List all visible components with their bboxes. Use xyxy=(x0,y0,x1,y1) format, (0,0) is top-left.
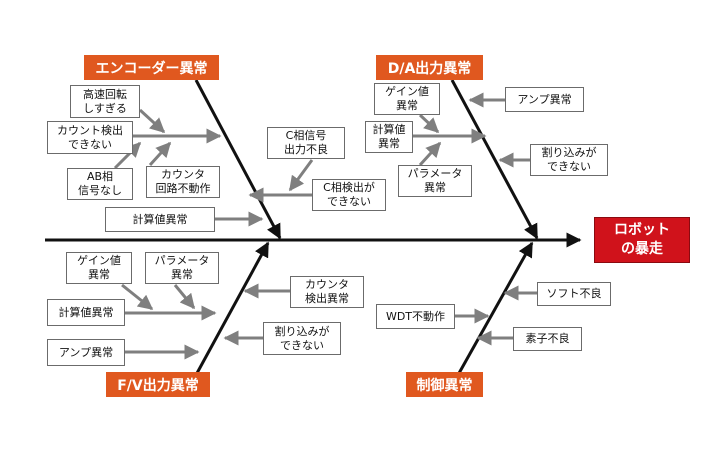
cause-c-phase-detect: C相検出が できない xyxy=(312,179,386,211)
cause-fv-calc: 計算値異常 xyxy=(47,299,125,326)
cause-element-l1: 素子不良 xyxy=(525,332,570,345)
cause-fv-interrupt-l2: できない xyxy=(280,338,324,352)
cause-count-detect-l2: できない xyxy=(68,137,112,151)
cause-c-phase-detect-l1: C相検出が xyxy=(323,181,375,194)
cause-da-param-l2: 異常 xyxy=(424,181,446,194)
cause-c-phase-detect-l2: できない xyxy=(327,195,371,208)
cause-da-interrupt-l2: できない xyxy=(547,160,591,173)
cause-fv-gain-l1: ゲイン値 xyxy=(77,254,121,267)
bone-da xyxy=(450,79,539,240)
cause-fv-counter-l2: 検出異常 xyxy=(305,292,349,305)
cause-da-gain: ゲイン値 異常 xyxy=(374,83,440,115)
effect-line2: の暴走 xyxy=(621,241,663,257)
cause-ab-phase-l2: 信号なし xyxy=(78,184,122,197)
cause-count-detect: カウント検出 できない xyxy=(47,121,133,154)
cause-da-param-l1: パラメータ xyxy=(407,167,463,180)
cause-counter-circuit-l1: カウンタ xyxy=(161,168,205,181)
cause-wdt-l1: WDT不動作 xyxy=(385,309,446,323)
cause-fv-counter-l1: カウンタ xyxy=(305,278,349,291)
arrow-fv-gain xyxy=(121,283,154,311)
arrow-ab-phase xyxy=(113,141,142,170)
category-encoder: エンコーダー異常 xyxy=(84,55,219,80)
arrow-da-gain xyxy=(418,113,440,134)
cause-fv-param-l1: パラメータ xyxy=(154,254,210,267)
cause-ab-phase-l1: AB相 xyxy=(86,170,114,183)
cause-da-calc: 計算値 異常 xyxy=(365,121,413,153)
cause-counter-circuit-l2: 回路不動作 xyxy=(155,182,211,195)
cause-ab-phase: AB相 信号なし xyxy=(67,168,133,200)
cause-fv-amp: アンプ異常 xyxy=(47,339,125,366)
cause-wdt: WDT不動作 xyxy=(376,304,455,329)
cause-da-gain-l2: 異常 xyxy=(396,99,418,112)
cause-da-interrupt: 割り込みが できない xyxy=(530,144,608,176)
cause-fv-param: パラメータ 異常 xyxy=(145,252,219,284)
cause-fv-amp-l1: アンプ異常 xyxy=(58,345,114,359)
cause-counter-circuit: カウンタ 回路不動作 xyxy=(146,166,220,198)
category-da: D/A出力異常 xyxy=(376,55,483,80)
cause-fv-gain: ゲイン値 異常 xyxy=(66,252,132,284)
cause-c-phase-signal-l1: C相信号 xyxy=(285,129,327,142)
category-fv: F/V出力異常 xyxy=(106,372,210,397)
category-control: 制御異常 xyxy=(406,372,483,397)
cause-encoder-calc: 計算値異常 xyxy=(105,207,215,232)
arrow-counter-circuit xyxy=(148,141,172,167)
arrow-fv-param xyxy=(173,284,196,310)
cause-fv-gain-l2: 異常 xyxy=(88,268,110,281)
cause-da-amp: アンプ異常 xyxy=(505,87,584,112)
cause-da-calc-l1: 計算値 xyxy=(372,123,406,136)
cause-high-speed-l2: しすぎる xyxy=(83,101,127,115)
cause-da-amp-l1: アンプ異常 xyxy=(517,92,572,106)
cause-c-phase-signal: C相信号 出力不良 xyxy=(267,127,345,159)
cause-fv-calc-l1: 計算値異常 xyxy=(58,305,114,319)
cause-count-detect-l1: カウント検出 xyxy=(57,123,123,137)
cause-da-gain-l1: ゲイン値 xyxy=(385,85,429,98)
cause-high-speed: 高速回転 しすぎる xyxy=(70,85,140,118)
cause-fv-counter: カウンタ 検出異常 xyxy=(290,276,364,308)
cause-fv-param-l2: 異常 xyxy=(171,268,193,281)
cause-da-interrupt-l1: 割り込みが xyxy=(541,146,597,159)
effect-line1: ロボット xyxy=(614,222,670,238)
cause-encoder-calc-l1: 計算値異常 xyxy=(132,212,188,226)
arrow-high-speed xyxy=(138,108,166,134)
cause-fv-interrupt: 割り込みが できない xyxy=(263,322,341,355)
cause-software-l1: ソフト不良 xyxy=(546,287,602,300)
cause-fv-interrupt-l1: 割り込みが xyxy=(274,324,330,338)
cause-element: 素子不良 xyxy=(513,327,582,351)
effect-box: ロボット の暴走 xyxy=(594,217,690,263)
bone-fv xyxy=(194,241,270,376)
cause-software: ソフト不良 xyxy=(537,282,611,306)
cause-c-phase-signal-l2: 出力不良 xyxy=(284,143,328,156)
arrow-da-param xyxy=(418,141,442,167)
bone-encoder xyxy=(194,79,282,240)
bone-control xyxy=(456,241,534,376)
arrow-c-phase-signal xyxy=(288,159,314,192)
cause-da-param: パラメータ 異常 xyxy=(398,165,472,197)
cause-high-speed-l1: 高速回転 xyxy=(83,87,127,101)
cause-da-calc-l2: 異常 xyxy=(378,137,400,150)
